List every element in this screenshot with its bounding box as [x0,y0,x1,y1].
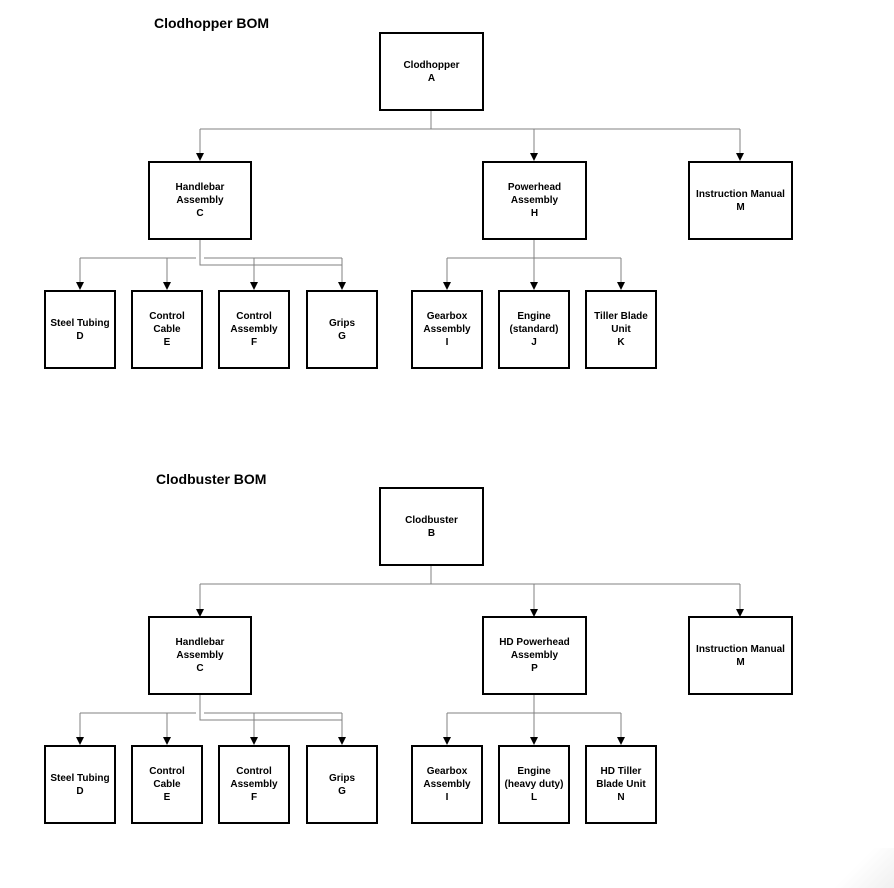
arrow [250,737,258,745]
arrow [196,153,204,161]
bom1-gearbox-assembly-node: Gearbox Assembly I [411,290,483,369]
bom1-title: Clodhopper BOM [154,15,270,31]
bom1-connectors [76,110,744,290]
arrow [443,737,451,745]
bom2-handlebar-assembly-node: Handlebar Assembly C [148,616,252,695]
bom1-root-node: Clodhopper A [379,32,484,111]
bom2-hd-tiller-blade-node: HD Tiller Blade Unit N [585,745,657,824]
bom1-control-assembly-node: Control Assembly F [218,290,290,369]
arrow [76,282,84,290]
arrow [617,282,625,290]
bom1-instruction-manual-node: Instruction Manual M [688,161,793,240]
arrow [617,737,625,745]
bom2-control-assembly-node: Control Assembly F [218,745,290,824]
bom2-control-cable-node: Control Cable E [131,745,203,824]
bom2-gearbox-assembly-node: Gearbox Assembly I [411,745,483,824]
bom1-tiller-blade-node: Tiller Blade Unit K [585,290,657,369]
arrow [163,282,171,290]
arrow [736,609,744,617]
arrow [338,737,346,745]
bom1-steel-tubing-node: Steel Tubing D [44,290,116,369]
arrow [530,609,538,617]
bom1-powerhead-assembly-node: Powerhead Assembly H [482,161,587,240]
bom2-root-node: Clodbuster B [379,487,484,566]
arrow [736,153,744,161]
bom1-grips-node: Grips G [306,290,378,369]
arrow [530,153,538,161]
bom2-title: Clodbuster BOM [156,471,267,487]
arrow [338,282,346,290]
bom2-hd-powerhead-assembly-node: HD Powerhead Assembly P [482,616,587,695]
arrow [163,737,171,745]
arrow [530,737,538,745]
bom1-engine-node: Engine (standard) J [498,290,570,369]
page-corner-shade [814,848,894,888]
arrow [250,282,258,290]
arrow [76,737,84,745]
arrow [196,609,204,617]
arrow [443,282,451,290]
arrow [530,282,538,290]
bom1-control-cable-node: Control Cable E [131,290,203,369]
bom2-grips-node: Grips G [306,745,378,824]
bom2-engine-node: Engine (heavy duty) L [498,745,570,824]
bom2-connectors [76,566,744,745]
bom2-steel-tubing-node: Steel Tubing D [44,745,116,824]
bom1-handlebar-assembly-node: Handlebar Assembly C [148,161,252,240]
bom2-instruction-manual-node: Instruction Manual M [688,616,793,695]
